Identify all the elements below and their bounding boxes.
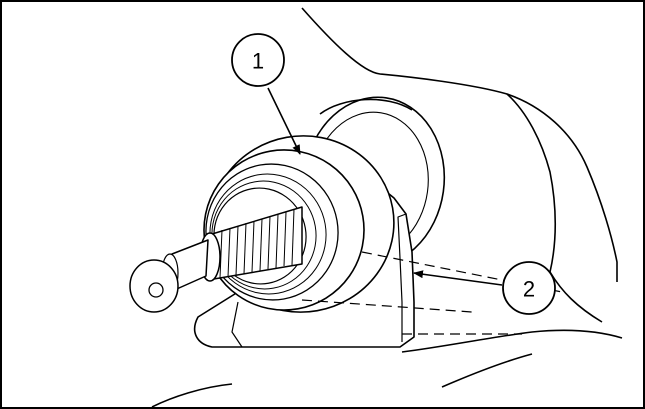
callout-2-leader xyxy=(413,270,503,286)
callout-2-label: 2 xyxy=(523,277,535,302)
callout-2-circle xyxy=(502,261,556,315)
splined-shaft xyxy=(129,206,303,313)
callout-1: 1 xyxy=(231,33,301,155)
callout-1-circle xyxy=(231,33,285,87)
callout-1-label: 1 xyxy=(252,49,264,74)
callout-2: 2 xyxy=(413,261,556,315)
callout-1-leader xyxy=(267,87,301,155)
